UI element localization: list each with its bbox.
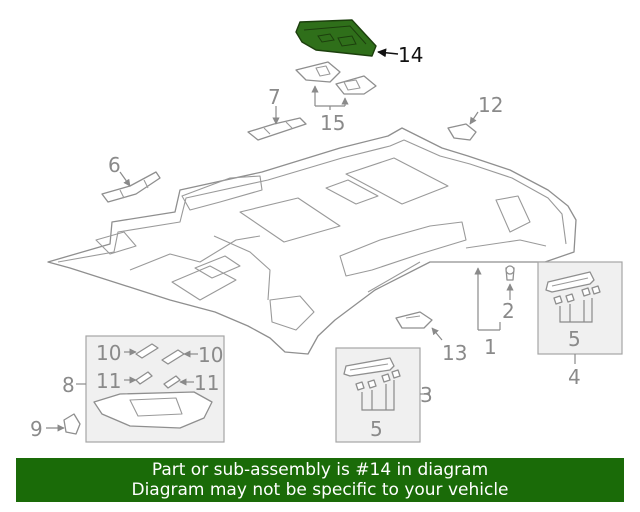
callout-15: 15 [320,111,345,135]
leader-5a [361,380,395,411]
callout-14: 14 [398,43,423,67]
part-7 [247,117,307,141]
part-15 [295,61,377,95]
banner-line-2: Diagram may not be specific to your vehi… [131,480,509,500]
callout-4: 4 [568,365,581,389]
part-3-grab-handle [343,357,401,391]
part-9-clip [63,413,81,435]
callout-6: 6 [108,153,121,177]
leader-13 [431,327,443,341]
leader-6 [119,171,131,187]
part-10-clip-left [135,343,159,359]
callout-5b: 5 [568,327,581,351]
leader-1 [477,270,501,331]
part-4-grab-handle [545,271,601,305]
callout-9: 9 [30,417,43,441]
callout-8: 8 [62,373,75,397]
callout-10a: 10 [96,341,121,365]
callout-3: 3 [420,383,433,407]
callout-12: 12 [478,93,503,117]
callout-13: 13 [442,341,467,365]
leader-5b [559,298,593,323]
part-8-sun-visor [93,391,213,429]
banner-line-1: Part or sub-assembly is #14 in diagram [151,460,489,480]
parts-diagram: 14 15 7 12 6 2 1 13 [30,19,623,443]
leader-12 [469,111,479,125]
info-banner: Part or sub-assembly is #14 in diagram D… [16,458,624,502]
part-11-screw-left [135,371,153,385]
part-12 [447,123,477,141]
part-2-clip [505,265,515,281]
callout-1: 1 [484,335,497,359]
leader-14 [377,48,399,58]
callout-11a: 11 [96,369,121,393]
callout-7: 7 [268,85,281,109]
part-14-highlighted[interactable] [295,19,377,57]
part-13 [395,311,433,329]
callout-2: 2 [502,299,515,323]
callout-10b: 10 [198,343,223,367]
leader-15-join [315,105,345,110]
callout-5a: 5 [370,417,383,441]
callout-11b: 11 [194,371,219,395]
headliner-panel [47,127,577,355]
